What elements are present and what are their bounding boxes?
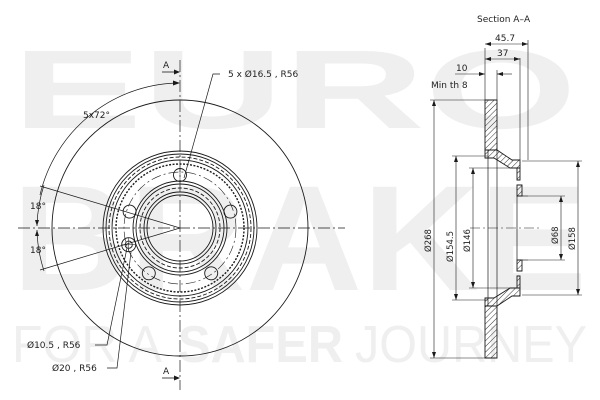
watermark-tagline-for-a: FOR A [12, 316, 162, 374]
bolt-hole-5 [122, 204, 137, 219]
watermark-tagline-safer: SAFER [178, 316, 343, 374]
center-bore [146, 194, 214, 262]
section-marker-top: A [163, 61, 170, 71]
dia-outer-label: Ø268 [423, 229, 434, 252]
bolt-hole-2 [223, 204, 238, 219]
large-hole-leader [107, 251, 132, 369]
dia-hat-inner-label: Ø146 [462, 229, 473, 252]
dim-hat-depth: 37 [497, 49, 508, 59]
dia-hat-outer-label: Ø154.5 [445, 231, 456, 262]
section-view-labels: Section A–A 45.7 37 10 Min th 8 Ø268 Ø15… [423, 15, 578, 262]
angle-lower-label: 18° [30, 246, 46, 256]
watermark-tagline-journey: JOURNEY [355, 316, 587, 374]
outer-disc-edge [51, 99, 309, 357]
bolt-holes-callout: 5 x Ø16.5 , R56 [228, 69, 298, 80]
section-title: Section A–A [477, 15, 531, 25]
angle-upper-label: 18° [30, 202, 46, 212]
watermark-euro: EURO [12, 27, 577, 152]
friction-ring-bottom [484, 305, 498, 359]
small-hole-callout: Ø10.5 , R56 [27, 340, 81, 351]
friction-ring-top [484, 99, 498, 151]
section-marker-bottom: A [163, 367, 170, 377]
bolt-callout-leader [183, 73, 220, 179]
front-view [18, 60, 345, 390]
dia-hat-top-label: Ø158 [567, 227, 578, 250]
bolt-hole-4 [141, 266, 156, 281]
dia-center-bore-label: Ø68 [550, 226, 561, 244]
section-view [430, 40, 582, 359]
dim-thickness: 10 [456, 64, 468, 74]
hub-face-bottom [516, 259, 523, 272]
dim-overall-height: 45.7 [495, 34, 515, 44]
bolt-hole-3 [204, 266, 219, 281]
locating-hole-outer [121, 237, 137, 253]
front-view-labels: A A 5 x Ø16.5 , R56 5x72° 18° 18° Ø10.5 … [27, 61, 298, 377]
watermark: EURO BRAKE FOR A SAFER JOURNEY [12, 27, 587, 374]
hat-ring-1 [102, 150, 258, 306]
hub-face-top [516, 184, 523, 197]
angular-spacing-label: 5x72° [83, 111, 110, 121]
min-thickness-label: Min th 8 [431, 81, 468, 91]
large-hole-callout: Ø20 , R56 [52, 363, 97, 374]
small-hole-leader [95, 247, 128, 346]
